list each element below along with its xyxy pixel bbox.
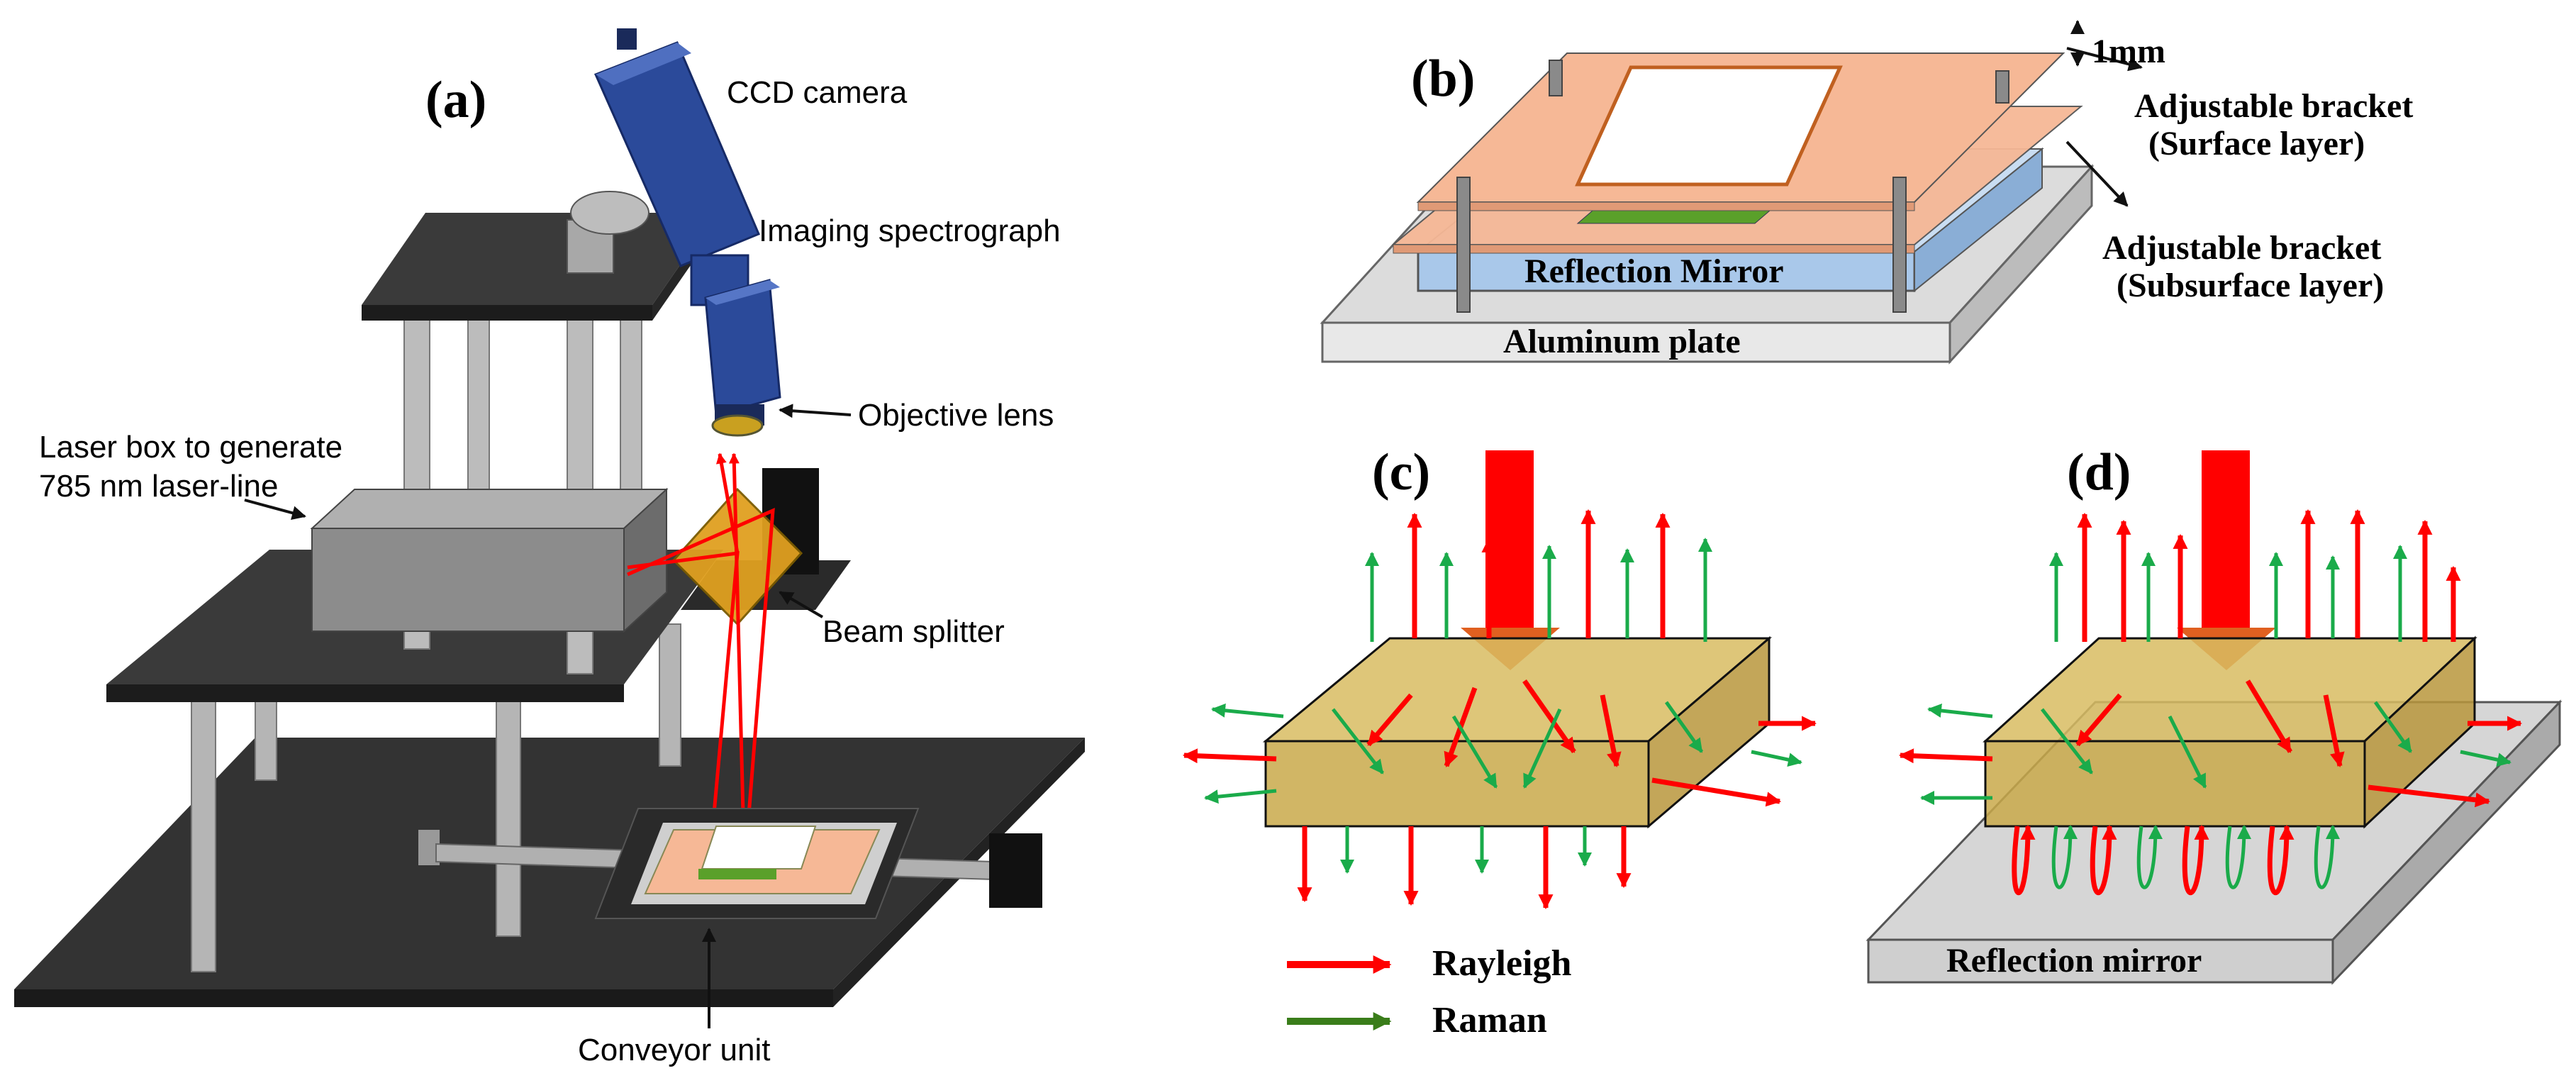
reflection-mirror-label-b: Reflection Mirror [1524,252,1784,290]
legend-label-raman: Raman [1432,1000,1547,1040]
imaging-spectrograph-label: Imaging spectrograph [759,213,1061,248]
panel-a-imaging-system: (a) CCD camera Imaging spectrograph Obje… [14,28,1085,1067]
panel-c-label: (c) [1372,443,1430,501]
conveyor-unit-label: Conveyor unit [578,1033,770,1067]
bracket-posts [1456,60,2009,313]
laser-box-label-line2: 785 nm laser-line [39,469,279,504]
thickness-label: 1mm [2092,33,2165,70]
legend-label-rayleigh: Rayleigh [1432,943,1572,984]
surface-bracket [1416,52,2065,211]
scattered-arrows-d [1898,509,2523,895]
legend: Rayleigh Raman [1287,943,1572,1040]
sample-block-c [1262,635,1773,829]
motor-block [567,191,649,274]
beam-splitter-label: Beam splitter [823,614,1005,649]
laser-beams [626,452,775,870]
subsurface-bracket-label-line2: (Subsurface layer) [2117,267,2384,304]
ccd-camera-label: CCD camera [727,75,908,110]
sample-block-d [1983,635,2477,829]
panel-b-sample-holder: (b) 1mm Adjustable bracket (Surface laye… [1320,20,2413,365]
subsurface-bracket-label-line1: Adjustable bracket [2102,229,2381,267]
panel-a-label: (a) [425,71,486,129]
surface-bracket-label-line2: (Surface layer) [2148,125,2365,162]
objective-lens-label: Objective lens [858,398,1054,433]
callout-arrows [244,404,852,1028]
incident-beam-d [2177,450,2276,670]
top-table [362,213,716,321]
legend-item-rayleigh: Rayleigh [1287,943,1572,984]
imaging-spectrograph [704,279,781,416]
legend-item-raman: Raman [1287,1000,1547,1040]
laser-box-label-line1: Laser box to generate [39,430,342,465]
scattered-arrows-c [1182,509,1817,910]
objective-lens [711,404,764,437]
aluminum-plate-label: Aluminum plate [1503,323,1741,360]
conveyor-unit [418,808,1042,919]
beam-splitter-mount [671,468,851,626]
laser-box [310,487,669,633]
panel-b-label: (b) [1411,50,1475,108]
surface-bracket-label-line1: Adjustable bracket [2134,87,2413,125]
reflection-mirror-label-d: Reflection mirror [1946,942,2202,979]
panel-d-label: (d) [2067,443,2131,501]
panel-c-scattering-diagram: (c) [1182,443,1817,910]
panel-b-callout-arrows [2065,20,2143,207]
panel-d-scattering-diagram: (d) Reflection mirror [1866,443,2563,985]
